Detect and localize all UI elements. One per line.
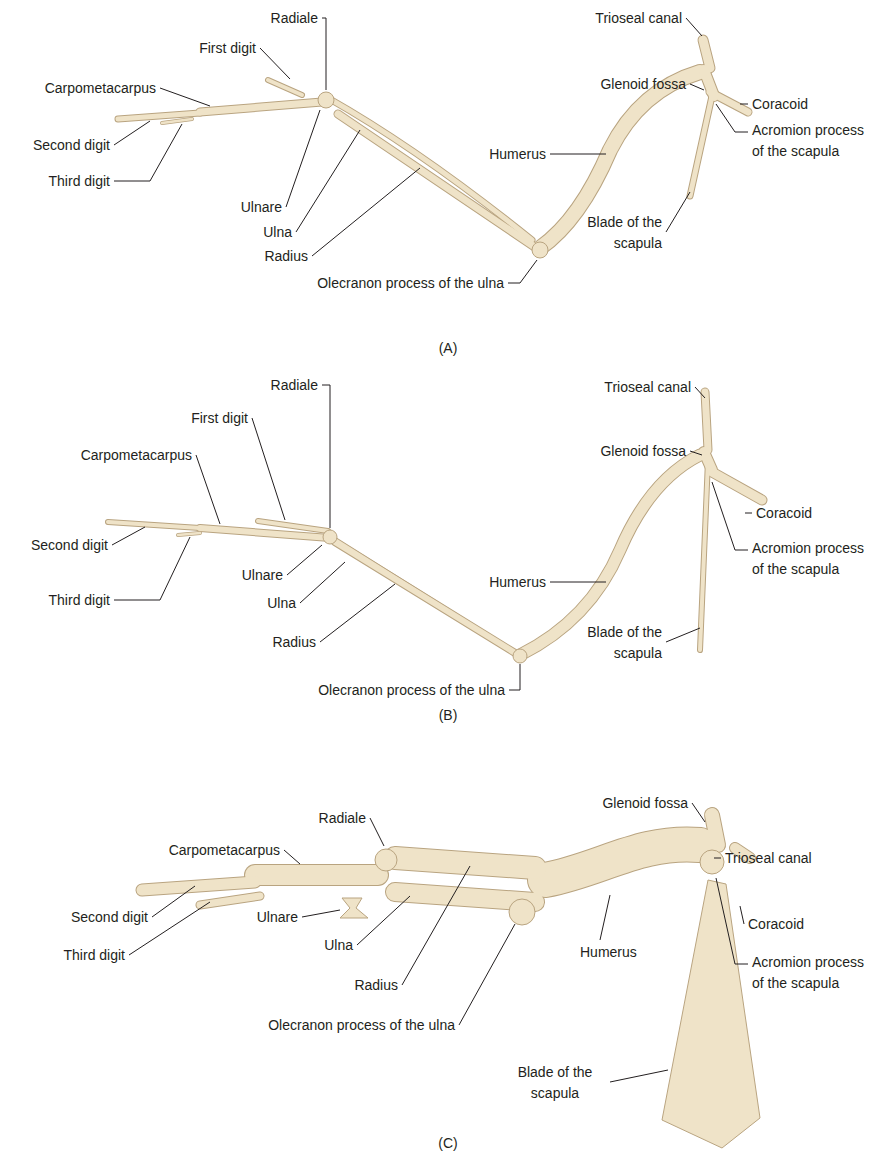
- part-label: Ulnare: [257, 907, 298, 928]
- part-label: Coracoid: [748, 914, 804, 935]
- part-label: Trioseal canal: [595, 8, 682, 29]
- part-label: Trioseal canal: [725, 848, 812, 869]
- part-label: Radius: [272, 632, 316, 653]
- part-label: Carpometacarpus: [169, 840, 280, 861]
- part-label: Ulnare: [242, 565, 283, 586]
- part-label: Blade of the scapula: [505, 1062, 605, 1104]
- part-label: Radius: [264, 246, 308, 267]
- part-label: Acromion process of the scapula: [752, 538, 877, 580]
- part-label: Third digit: [64, 945, 125, 966]
- part-label: Ulna: [263, 222, 292, 243]
- part-label: Trioseal canal: [604, 377, 691, 398]
- part-label: (B): [428, 705, 468, 726]
- part-label: Humerus: [489, 144, 546, 165]
- part-label: Radiale: [319, 808, 366, 829]
- part-label: Glenoid fossa: [602, 793, 688, 814]
- part-label: Glenoid fossa: [600, 441, 686, 462]
- part-label: First digit: [191, 408, 248, 429]
- part-label: Third digit: [49, 171, 110, 192]
- part-label: Radius: [354, 975, 398, 996]
- part-label: Ulnare: [241, 197, 282, 218]
- part-label: Ulna: [267, 593, 296, 614]
- part-label: First digit: [199, 38, 256, 59]
- part-label: Coracoid: [752, 94, 808, 115]
- part-label: Carpometacarpus: [81, 445, 192, 466]
- part-label: Carpometacarpus: [45, 78, 156, 99]
- part-label: Second digit: [31, 535, 108, 556]
- part-label: Ulna: [324, 935, 353, 956]
- part-label: Radiale: [271, 375, 318, 396]
- part-label: Coracoid: [756, 503, 812, 524]
- part-label: Second digit: [33, 135, 110, 156]
- part-label: Blade of the scapula: [572, 212, 662, 254]
- part-label: Olecranon process of the ulna: [268, 1015, 455, 1036]
- part-label: (C): [428, 1133, 468, 1154]
- part-label: Second digit: [71, 907, 148, 928]
- part-label: Blade of the scapula: [572, 622, 662, 664]
- part-label: Olecranon process of the ulna: [318, 680, 505, 701]
- part-label: Third digit: [49, 590, 110, 611]
- part-label: Radiale: [271, 8, 318, 29]
- part-label: Glenoid fossa: [600, 74, 686, 95]
- part-label: (A): [428, 338, 468, 359]
- part-label: Acromion process of the scapula: [752, 120, 877, 162]
- part-label: Acromion process of the scapula: [752, 952, 877, 994]
- leader-lines: [112, 18, 752, 1082]
- part-label: Olecranon process of the ulna: [317, 273, 504, 294]
- part-label: Humerus: [489, 572, 546, 593]
- part-label: Humerus: [580, 942, 637, 963]
